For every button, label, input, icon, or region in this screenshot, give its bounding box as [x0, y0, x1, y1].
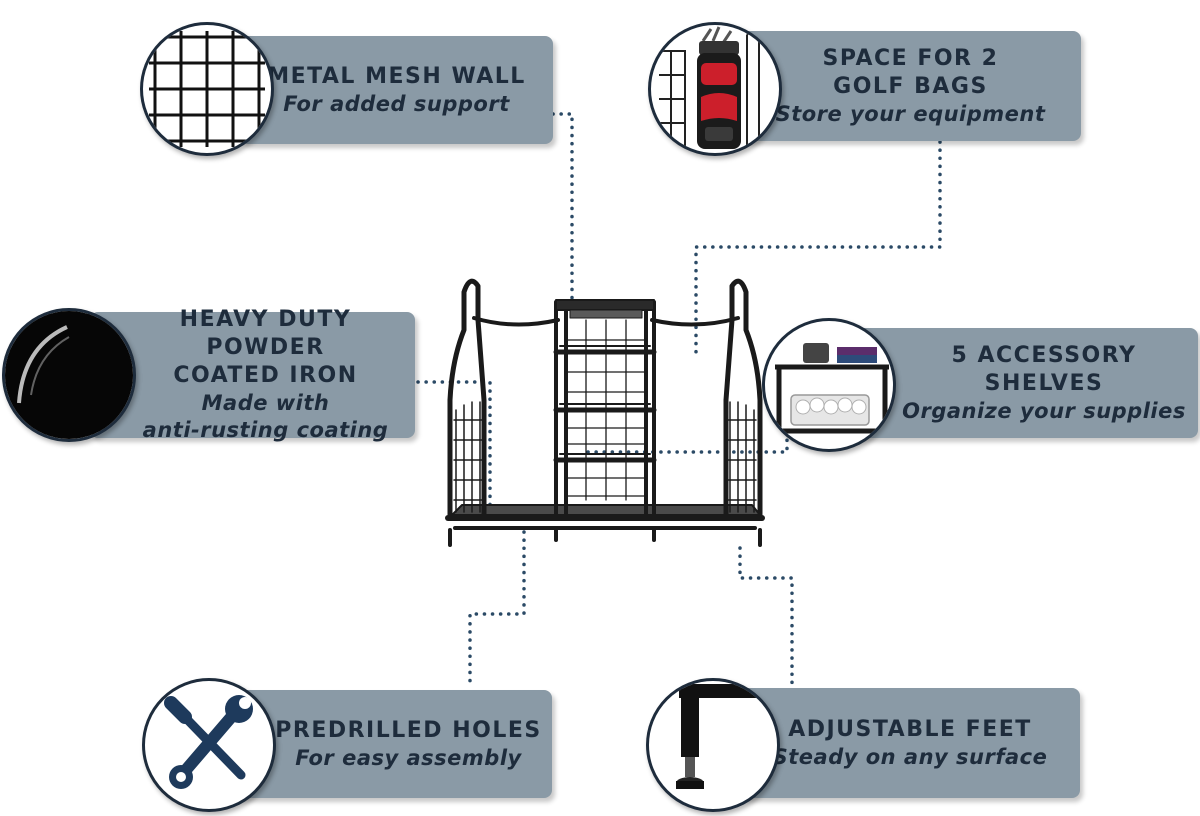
golf-bag-icon	[648, 22, 782, 156]
feature-subtitle: Organize your supplies	[902, 398, 1186, 423]
feature-title: ADJUSTABLE FEET	[788, 716, 1032, 742]
tools-icon	[142, 678, 276, 812]
connector-iron	[416, 380, 492, 510]
feature-title: METAL MESH WALL	[267, 63, 526, 89]
black-coating-icon	[2, 308, 136, 442]
feature-mesh-wall: METAL MESH WALL For added support	[240, 36, 553, 144]
feature-golf-bags: SPACE FOR 2 GOLF BAGS Store your equipme…	[740, 31, 1081, 141]
connector-holes	[468, 530, 526, 688]
adjustable-foot-icon	[646, 678, 780, 812]
feature-title: HEAVY DUTY POWDER COATED IRON	[173, 307, 358, 388]
feature-subtitle: For easy assembly	[295, 745, 522, 770]
connector-bags	[694, 140, 942, 358]
feature-title: PREDRILLED HOLES	[275, 717, 542, 743]
feature-subtitle: Store your equipment	[775, 101, 1046, 126]
feature-adjustable-feet: ADJUSTABLE FEET Steady on any surface	[740, 688, 1080, 798]
feature-title: 5 ACCESSORY SHELVES	[951, 342, 1137, 396]
shelf-icon	[762, 318, 896, 452]
feature-accessory-shelves: 5 ACCESSORY SHELVES Organize your suppli…	[840, 328, 1198, 438]
feature-subtitle: Steady on any surface	[772, 744, 1048, 769]
feature-title: SPACE FOR 2 GOLF BAGS	[822, 45, 999, 99]
feature-predrilled-holes: PREDRILLED HOLES For easy assembly	[235, 690, 552, 798]
feature-powder-coated-iron: HEAVY DUTY POWDER COATED IRON Made with …	[90, 307, 415, 442]
connector-feet	[738, 546, 794, 688]
feature-subtitle: For added support	[283, 91, 510, 116]
feature-subtitle: Made with anti-rusting coating	[142, 391, 389, 442]
mesh-grid-icon	[140, 22, 274, 156]
